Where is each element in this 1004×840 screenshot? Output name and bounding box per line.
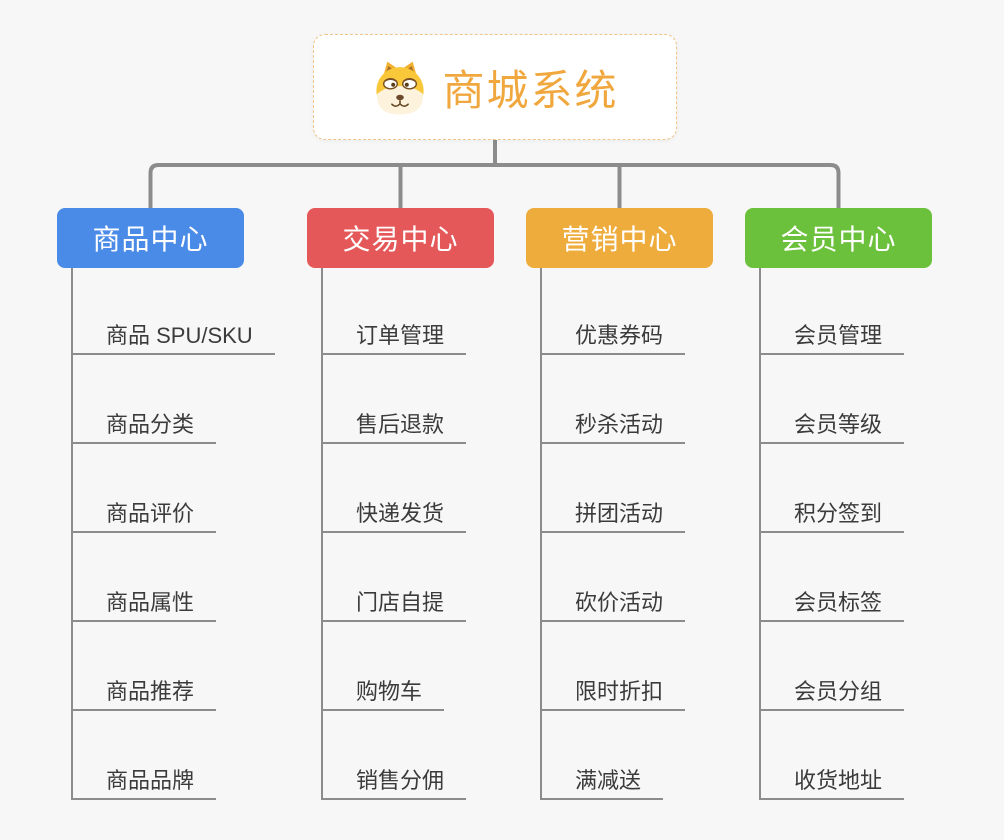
leaf-label: 会员分组 — [794, 678, 883, 704]
leaf-label: 门店自提 — [356, 589, 445, 615]
leaf-label: 销售分佣 — [356, 767, 445, 793]
leaf-label: 会员标签 — [794, 589, 883, 615]
branch-trade-center: 交易中心 订单管理 售后退款 快递发货 门店自提 购物车 销售分佣 — [307, 208, 494, 800]
leaf-label: 会员管理 — [794, 322, 883, 348]
leaf-node[interactable]: 优惠券码 — [542, 268, 686, 355]
leaf-node[interactable]: 积分签到 — [761, 444, 905, 533]
leaf-node[interactable]: 商品分类 — [73, 355, 217, 444]
connector-bus-line — [148, 163, 841, 210]
leaf-label: 秒杀活动 — [575, 411, 664, 437]
branch-product-center: 商品中心 商品 SPU/SKU 商品分类 商品评价 商品属性 商品推荐 商品品牌 — [57, 208, 275, 800]
leaf-node[interactable]: 会员管理 — [761, 268, 905, 355]
root-node[interactable]: 商城系统 — [313, 34, 677, 140]
leaf-node[interactable]: 会员标签 — [761, 533, 905, 622]
leaf-node[interactable]: 满减送 — [542, 711, 664, 800]
leaf-label: 商品推荐 — [106, 678, 195, 704]
leaf-node[interactable]: 拼团活动 — [542, 444, 686, 533]
leaf-node[interactable]: 限时折扣 — [542, 622, 686, 711]
leaf-node[interactable]: 销售分佣 — [323, 711, 467, 800]
branch-node-member[interactable]: 会员中心 — [745, 208, 932, 268]
leaf-label: 商品品牌 — [106, 767, 195, 793]
leaf-label: 砍价活动 — [575, 589, 664, 615]
leaf-label: 订单管理 — [356, 322, 445, 348]
leaf-node[interactable]: 快递发货 — [323, 444, 467, 533]
leaf-label: 积分签到 — [794, 500, 883, 526]
leaf-label: 购物车 — [356, 678, 423, 704]
leaf-node[interactable]: 商品推荐 — [73, 622, 217, 711]
branch-leaves: 商品 SPU/SKU 商品分类 商品评价 商品属性 商品推荐 商品品牌 — [71, 268, 275, 800]
leaf-label: 快递发货 — [356, 500, 445, 526]
leaf-node[interactable]: 秒杀活动 — [542, 355, 686, 444]
leaf-node[interactable]: 订单管理 — [323, 268, 467, 355]
leaf-node[interactable]: 砍价活动 — [542, 533, 686, 622]
branch-leaves: 会员管理 会员等级 积分签到 会员标签 会员分组 收货地址 — [759, 268, 932, 800]
branch-node-product[interactable]: 商品中心 — [57, 208, 244, 268]
leaf-label: 售后退款 — [356, 411, 445, 437]
leaf-node[interactable]: 门店自提 — [323, 533, 467, 622]
leaf-node[interactable]: 会员分组 — [761, 622, 905, 711]
leaf-label: 商品 SPU/SKU — [106, 322, 253, 348]
leaf-label: 优惠券码 — [575, 322, 664, 348]
leaf-label: 商品评价 — [106, 500, 195, 526]
branch-leaves: 优惠券码 秒杀活动 拼团活动 砍价活动 限时折扣 满减送 — [540, 268, 713, 800]
root-title: 商城系统 — [442, 66, 619, 114]
branch-marketing-center: 营销中心 优惠券码 秒杀活动 拼团活动 砍价活动 限时折扣 满减送 — [526, 208, 713, 800]
leaf-node[interactable]: 购物车 — [323, 622, 445, 711]
branch-member-center: 会员中心 会员管理 会员等级 积分签到 会员标签 会员分组 收货地址 — [745, 208, 932, 800]
leaf-label: 商品属性 — [106, 589, 195, 615]
leaf-label: 商品分类 — [106, 411, 195, 437]
leaf-node[interactable]: 商品属性 — [73, 533, 217, 622]
leaf-node[interactable]: 商品评价 — [73, 444, 217, 533]
branch-node-marketing[interactable]: 营销中心 — [526, 208, 713, 268]
leaf-label: 限时折扣 — [575, 678, 664, 704]
dog-face-icon — [376, 61, 425, 115]
leaf-label: 满减送 — [575, 767, 642, 793]
leaf-label: 会员等级 — [794, 411, 883, 437]
leaf-node[interactable]: 售后退款 — [323, 355, 467, 444]
leaf-node[interactable]: 会员等级 — [761, 355, 905, 444]
leaf-node[interactable]: 商品品牌 — [73, 711, 217, 800]
leaf-node[interactable]: 收货地址 — [761, 711, 905, 800]
leaf-label: 收货地址 — [794, 767, 883, 793]
branch-node-trade[interactable]: 交易中心 — [307, 208, 494, 268]
leaf-node[interactable]: 商品 SPU/SKU — [73, 268, 275, 355]
branch-leaves: 订单管理 售后退款 快递发货 门店自提 购物车 销售分佣 — [321, 268, 494, 800]
leaf-label: 拼团活动 — [575, 500, 664, 526]
